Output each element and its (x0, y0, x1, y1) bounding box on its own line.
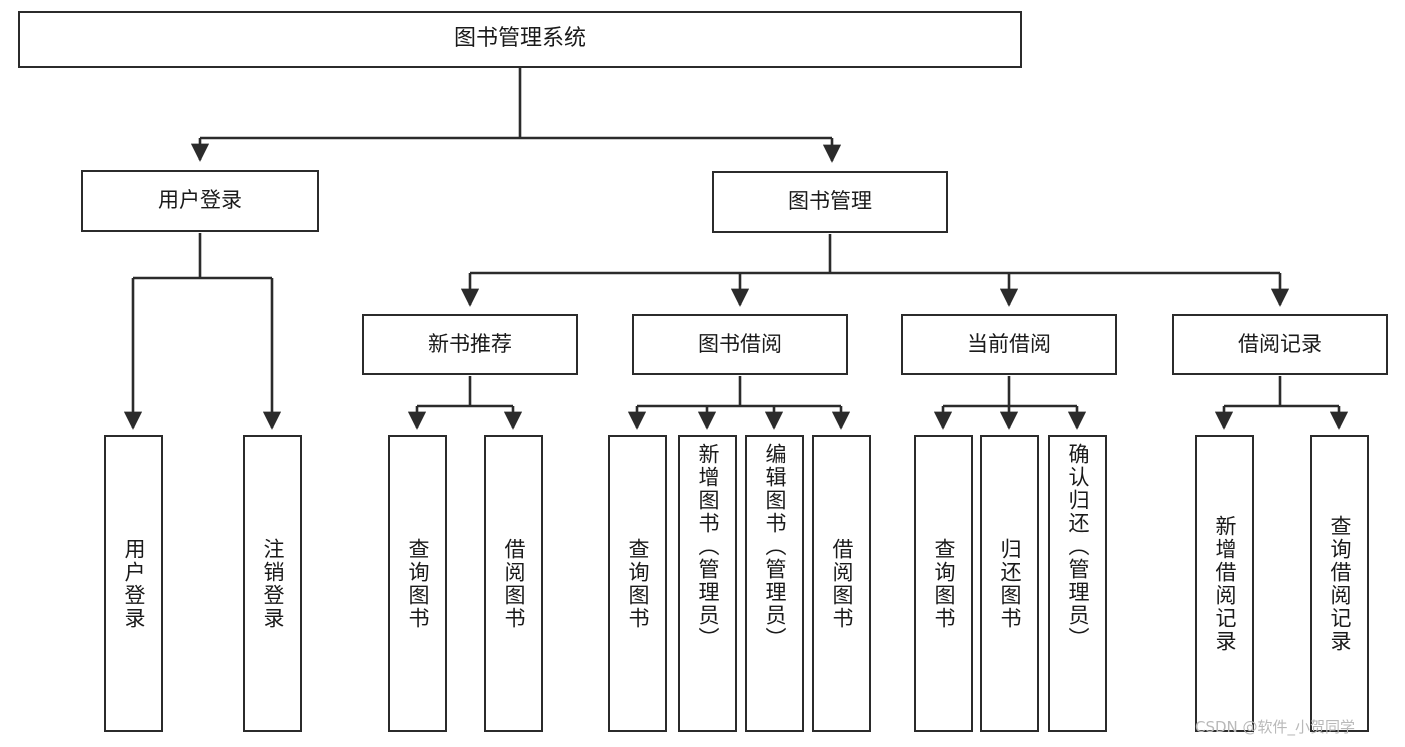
node-book-borrow-label: 图书借阅 (698, 331, 782, 356)
node-leaf-confirm-return[interactable]: 确认归还（管理员） (1048, 435, 1107, 732)
node-leaf-query-book-2[interactable]: 查询图书 (608, 435, 667, 732)
node-leaf-user-logout[interactable]: 注销登录 (243, 435, 302, 732)
node-leaf-borrow-book-1-label: 借阅图书 (502, 537, 526, 630)
node-leaf-edit-book-label: 编辑图书（管理员） (763, 443, 787, 650)
node-leaf-borrow-book-2-label: 借阅图书 (830, 537, 854, 630)
node-borrow-record[interactable]: 借阅记录 (1172, 314, 1388, 375)
node-leaf-borrow-book-1[interactable]: 借阅图书 (484, 435, 543, 732)
node-leaf-confirm-return-label: 确认归还（管理员） (1066, 443, 1090, 650)
node-leaf-query-record-label: 查询借阅记录 (1328, 514, 1352, 653)
node-leaf-query-book-2-label: 查询图书 (626, 537, 650, 630)
node-book-management-label: 图书管理 (788, 189, 872, 214)
node-leaf-user-login[interactable]: 用户登录 (104, 435, 163, 732)
node-leaf-query-record[interactable]: 查询借阅记录 (1310, 435, 1369, 732)
node-current-borrow-label: 当前借阅 (967, 331, 1051, 356)
node-leaf-query-book-3-label: 查询图书 (932, 537, 956, 630)
node-user-login-label: 用户登录 (158, 188, 242, 213)
node-leaf-borrow-book-2[interactable]: 借阅图书 (812, 435, 871, 732)
node-leaf-add-book[interactable]: 新增图书（管理员） (678, 435, 737, 732)
node-book-borrow[interactable]: 图书借阅 (632, 314, 848, 375)
node-new-book-recommend-label: 新书推荐 (428, 331, 512, 356)
watermark-text: CSDN @软件_小贺同学 (1195, 718, 1356, 736)
node-leaf-query-book-3[interactable]: 查询图书 (914, 435, 973, 732)
node-user-login[interactable]: 用户登录 (81, 170, 319, 232)
node-current-borrow[interactable]: 当前借阅 (901, 314, 1117, 375)
node-leaf-add-record[interactable]: 新增借阅记录 (1195, 435, 1254, 732)
node-book-management[interactable]: 图书管理 (712, 171, 948, 233)
node-leaf-query-book-1[interactable]: 查询图书 (388, 435, 447, 732)
node-leaf-return-book-label: 归还图书 (998, 537, 1022, 630)
node-new-book-recommend[interactable]: 新书推荐 (362, 314, 578, 375)
node-leaf-add-book-label: 新增图书（管理员） (696, 443, 720, 650)
node-borrow-record-label: 借阅记录 (1238, 331, 1322, 356)
node-leaf-return-book[interactable]: 归还图书 (980, 435, 1039, 732)
node-leaf-add-record-label: 新增借阅记录 (1213, 514, 1237, 653)
node-leaf-query-book-1-label: 查询图书 (406, 537, 430, 630)
node-leaf-user-logout-label: 注销登录 (261, 537, 285, 630)
node-root[interactable]: 图书管理系统 (18, 11, 1022, 68)
node-leaf-user-login-label: 用户登录 (122, 537, 146, 630)
node-root-label: 图书管理系统 (453, 26, 586, 52)
node-leaf-edit-book[interactable]: 编辑图书（管理员） (745, 435, 804, 732)
